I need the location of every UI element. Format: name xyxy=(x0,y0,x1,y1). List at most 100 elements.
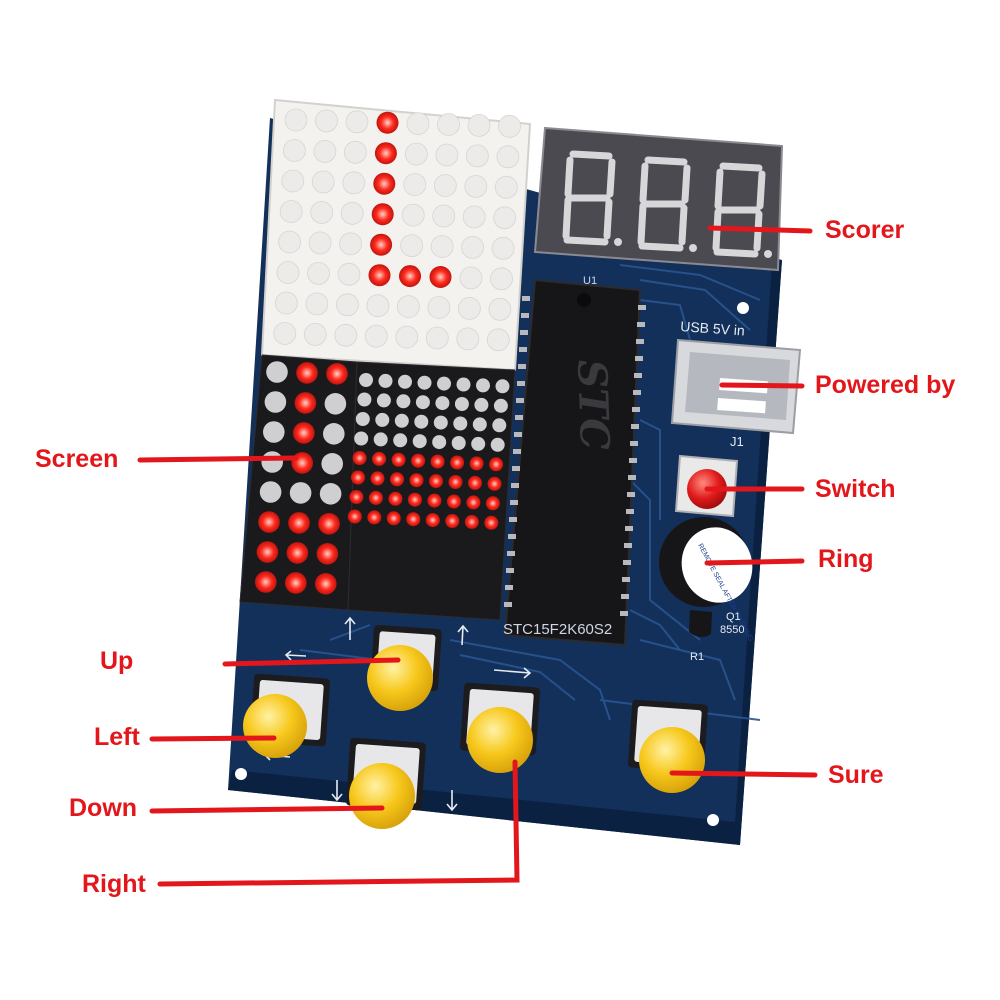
label-screen: Screen xyxy=(35,445,119,473)
bottom-right-led-off xyxy=(472,417,487,432)
button-sure[interactable] xyxy=(627,699,709,793)
top-left-led-off xyxy=(284,108,308,132)
leader-powered-by xyxy=(719,382,805,389)
chip-logo: STC xyxy=(568,359,618,451)
bottom-right-led-lit xyxy=(351,470,365,485)
bottom-right-led-lit xyxy=(445,514,460,528)
leader-scorer xyxy=(707,225,813,234)
bottom-left-led-lit xyxy=(315,573,337,595)
bottom-right-led-off xyxy=(454,397,469,411)
bottom-right-led-off xyxy=(490,437,505,452)
top-left-led-off xyxy=(406,112,430,135)
top-left-led-off xyxy=(278,230,302,254)
top-left-led-off xyxy=(498,114,521,138)
top-left-led-off xyxy=(364,324,388,348)
button-right[interactable] xyxy=(459,682,541,773)
bottom-left-led-lit xyxy=(318,513,340,535)
top-left-led-lit xyxy=(399,265,421,288)
matrix-module-bottom-right xyxy=(347,361,516,621)
bottom-left-led-off xyxy=(264,391,287,413)
top-left-led-off xyxy=(366,294,390,318)
bottom-right-led-lit xyxy=(347,509,362,524)
top-left-led-off xyxy=(433,174,457,197)
top-left-led-off xyxy=(491,236,515,260)
leader-right xyxy=(157,759,520,887)
top-left-led-lit xyxy=(429,266,452,288)
top-left-led-off xyxy=(276,261,300,284)
top-left-led-off xyxy=(425,326,449,350)
top-left-led-off xyxy=(457,296,481,320)
led-matrix-screen xyxy=(254,108,521,595)
bottom-right-led-lit xyxy=(446,494,461,509)
top-left-led-off xyxy=(313,139,337,163)
bottom-right-led-off xyxy=(376,393,391,408)
r1-silkscreen: R1 xyxy=(690,651,704,663)
label-right: Right xyxy=(82,870,146,898)
top-left-led-lit xyxy=(370,233,393,256)
top-left-led-off xyxy=(334,323,358,347)
bottom-left-led-lit xyxy=(285,572,307,594)
bottom-right-led-lit xyxy=(468,475,482,490)
bottom-right-led-lit xyxy=(372,451,387,466)
top-left-led-off xyxy=(432,204,456,228)
top-left-led-off xyxy=(493,206,517,230)
button-left[interactable] xyxy=(243,673,331,758)
bottom-left-led-lit xyxy=(316,543,339,565)
bottom-right-led-off xyxy=(398,374,412,389)
bottom-right-led-lit xyxy=(349,490,364,504)
top-left-led-off xyxy=(281,169,305,193)
top-left-led-off xyxy=(494,175,518,199)
bottom-left-led-off xyxy=(289,482,312,504)
silkscreen-arrows xyxy=(263,616,532,812)
pcb-edge-shade xyxy=(228,260,782,845)
bottom-left-led-lit xyxy=(254,571,277,593)
bottom-left-led-lit xyxy=(326,363,348,385)
bottom-right-led-lit xyxy=(368,490,383,505)
bottom-right-led-lit xyxy=(386,511,401,526)
bottom-right-led-off xyxy=(417,375,432,390)
bottom-right-led-off xyxy=(394,413,409,428)
bottom-right-led-off xyxy=(456,377,471,392)
top-left-led-lit xyxy=(376,111,399,134)
top-left-led-off xyxy=(456,327,480,351)
bottom-left-led-off xyxy=(263,421,285,443)
top-left-led-lit xyxy=(371,203,394,226)
bottom-right-led-off xyxy=(471,436,486,451)
leader-sure xyxy=(669,770,818,778)
top-left-led-off xyxy=(403,173,427,197)
bottom-right-led-lit xyxy=(429,474,443,489)
button-down[interactable] xyxy=(345,737,427,829)
mounting-hole xyxy=(235,768,247,780)
top-left-led-off xyxy=(430,235,454,258)
top-left-led-off xyxy=(486,328,510,352)
label-sure: Sure xyxy=(828,761,884,789)
top-left-led-lit xyxy=(373,172,396,195)
chip-pins-right xyxy=(620,305,646,616)
mounting-hole xyxy=(707,814,719,826)
bottom-right-led-off xyxy=(437,376,451,391)
q1-silkscreen: Q1 xyxy=(726,611,741,623)
bottom-right-led-lit xyxy=(407,492,422,507)
top-left-led-off xyxy=(279,200,303,223)
bottom-right-led-off xyxy=(492,418,507,433)
top-left-led-off xyxy=(427,296,451,319)
bottom-right-led-off xyxy=(433,415,448,430)
top-left-led-off xyxy=(282,139,306,162)
top-left-led-off xyxy=(490,267,513,291)
bottom-right-led-lit xyxy=(430,454,445,469)
bottom-right-led-lit xyxy=(464,514,479,529)
bottom-right-led-lit xyxy=(406,512,421,527)
top-left-led-off xyxy=(400,234,424,258)
bottom-right-led-lit xyxy=(427,493,442,508)
top-left-led-off xyxy=(465,144,489,168)
leader-down xyxy=(149,805,385,814)
top-left-led-off xyxy=(307,261,330,285)
bottom-right-led-lit xyxy=(448,475,463,489)
label-down: Down xyxy=(69,794,138,822)
top-left-led-lit xyxy=(368,264,391,287)
label-ring: Ring xyxy=(818,545,874,573)
bottom-right-led-off xyxy=(378,373,393,388)
bottom-left-led-lit xyxy=(296,362,318,384)
bottom-right-led-lit xyxy=(390,472,404,487)
top-left-led-off xyxy=(435,143,459,167)
